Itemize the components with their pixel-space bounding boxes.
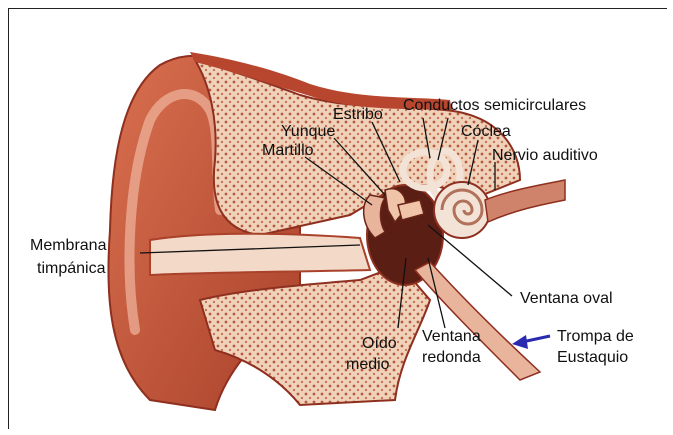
- label-conductos-semicirculares: Conductos semicirculares: [403, 97, 586, 114]
- label-estribo: Estribo: [333, 106, 383, 123]
- label-yunque: Yunque: [281, 123, 335, 140]
- label-membrana-line1: Membrana: [30, 237, 107, 254]
- label-ventana-redonda-line2: redonda: [422, 349, 481, 366]
- label-membrana-line2: timpánica: [37, 260, 106, 277]
- label-trompa-line1: Trompa de: [557, 328, 634, 345]
- ear-canal: [150, 234, 370, 275]
- cochlea: [434, 182, 490, 238]
- label-trompa-line2: Eustaquio: [557, 349, 628, 366]
- label-ventana-oval: Ventana oval: [520, 290, 613, 307]
- label-coclea: Cóclea: [461, 123, 511, 140]
- label-oido-medio-line1: Oído: [362, 335, 397, 352]
- label-ventana-redonda-line1: Ventana: [422, 328, 481, 345]
- label-nervio-auditivo: Nervio auditivo: [492, 147, 598, 164]
- label-oido-medio-line2: medio: [346, 356, 390, 373]
- label-martillo: Martillo: [262, 142, 314, 159]
- eustachian-arrow: [512, 335, 550, 349]
